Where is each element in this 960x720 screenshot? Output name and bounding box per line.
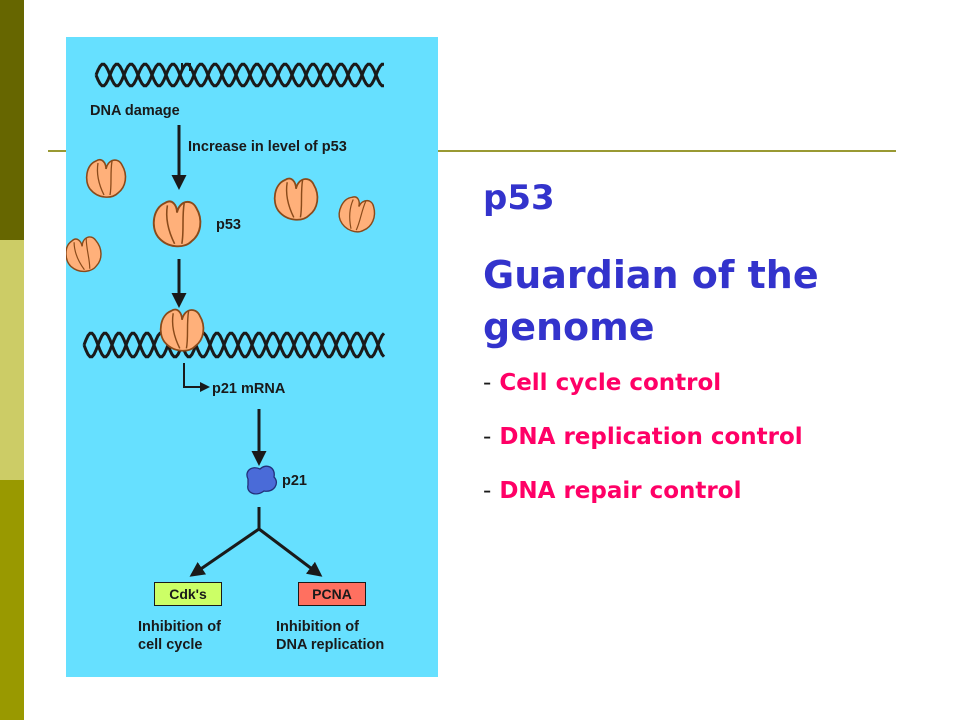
arrow-transcription — [183, 363, 210, 392]
pcna-box: PCNA — [298, 582, 366, 606]
slide-title: p53 — [483, 178, 555, 218]
p53-protein-icon — [85, 158, 127, 198]
bullet-text: DNA repair control — [499, 478, 742, 504]
sidebar-band-olive — [0, 480, 24, 720]
p53-protein-icon — [273, 177, 319, 221]
label-increase-p53: Increase in level of p53 — [188, 139, 347, 155]
sidebar-band-dark — [0, 0, 24, 240]
p53-protein-icon — [152, 200, 202, 248]
arrow-to-pcna — [258, 527, 323, 577]
arrow-to-cdks — [189, 527, 260, 577]
bullet-item: -DNA repair control — [483, 478, 741, 504]
p53-bound-protein-icon — [159, 308, 205, 352]
bullet-item: -DNA replication control — [483, 424, 803, 450]
label-inhibition-repl-1: Inhibition of — [276, 619, 359, 635]
dna-helix-top — [94, 62, 384, 88]
bullet-text: Cell cycle control — [499, 370, 722, 396]
bullet-dash: - — [483, 424, 492, 450]
label-p21-mrna: p21 mRNA — [212, 381, 286, 397]
bullet-dash: - — [483, 478, 492, 504]
label-p21: p21 — [282, 473, 307, 489]
p53-pathway-figure: DNA damage Increase in level of p53 p53 … — [66, 37, 438, 677]
sidebar-decoration — [0, 0, 24, 720]
dna-helix-bottom — [82, 331, 386, 359]
bullet-item: -Cell cycle control — [483, 370, 721, 396]
bullet-text: DNA replication control — [499, 424, 803, 450]
label-p53: p53 — [216, 217, 241, 233]
label-inhibition-repl-2: DNA replication — [276, 637, 385, 653]
label-inhibition-cycle-2: cell cycle — [138, 637, 203, 653]
label-dna-damage: DNA damage — [90, 103, 180, 119]
sidebar-band-light — [0, 240, 24, 480]
label-inhibition-cycle-1: Inhibition of — [138, 619, 221, 635]
slide-subtitle: Guardian of the genome — [483, 253, 819, 349]
header-rule-left — [48, 150, 68, 152]
bullet-dash: - — [483, 370, 492, 396]
cdks-box: Cdk's — [154, 582, 222, 606]
p53-protein-icon — [66, 234, 105, 276]
p21-protein-icon — [246, 465, 278, 495]
p53-protein-icon — [334, 193, 379, 237]
header-rule-right — [436, 150, 896, 152]
